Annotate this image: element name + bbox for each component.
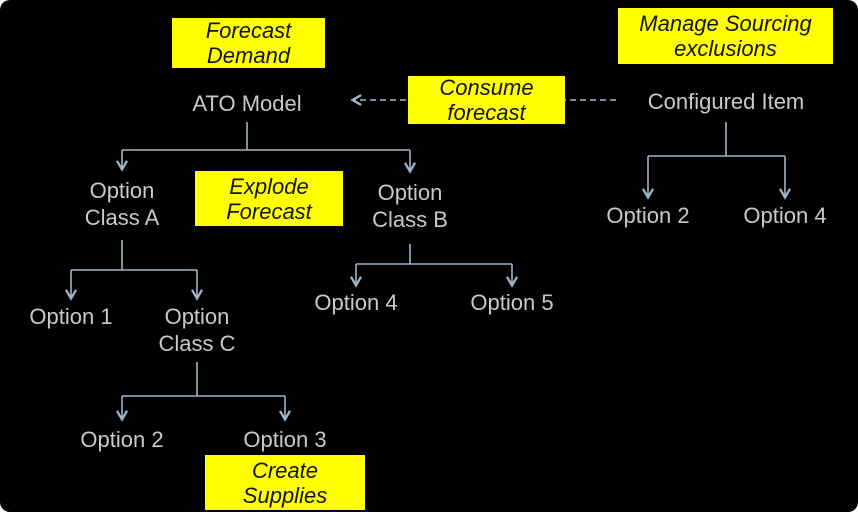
node-option-5: Option 5 [470,290,554,315]
connector-class-a-children [64,240,204,301]
node-option-2-under-class-c: Option 2 [80,427,164,452]
annotation-manage-sourcing-line2: exclusions [674,36,777,61]
node-option-4-under-configured-item: Option 4 [743,203,827,228]
node-option-class-c-line2: Class C [158,331,236,356]
node-option-class-c-line1: Option [164,304,230,329]
connector-class-c-children [115,362,292,422]
node-option-class-a: Option Class A [85,177,160,231]
annotation-consume-forecast-line1: Consume [439,75,534,100]
annotation-manage-sourcing-exclusions: Manage Sourcing exclusions [618,8,833,64]
annotation-consume-forecast-line2: forecast [447,100,526,125]
node-option-class-b-line1: Option [377,180,443,205]
node-option-4-under-class-b: Option 4 [314,290,398,315]
annotation-create-supplies-line1: Create [251,457,319,483]
node-option-class-b: Option Class B [372,179,448,233]
connector-configured-item-children [641,122,792,200]
connector-ato-to-option-classes [115,122,417,174]
annotation-create-supplies-line2: Supplies [242,482,328,508]
node-option-class-b-line2: Class B [372,207,448,232]
node-option-3: Option 3 [243,427,327,452]
node-option-1: Option 1 [29,304,113,329]
node-option-2-under-configured-item: Option 2 [606,203,690,228]
node-ato-model: ATO Model [192,91,302,116]
node-option-class-a-line1: Option [89,178,155,203]
annotation-create-supplies: Create Supplies [205,455,365,510]
annotation-explode-forecast-line1: Explode [229,173,309,199]
connector-class-b-children [349,244,519,288]
annotation-forecast-demand: Forecast Demand [172,18,325,68]
node-configured-item: Configured Item [647,89,805,114]
annotation-forecast-demand-line1: Forecast [205,18,292,43]
node-option-class-a-line2: Class A [84,205,160,230]
node-option-class-c: Option Class C [158,303,235,357]
annotation-manage-sourcing-line1: Manage Sourcing [639,11,812,36]
annotation-consume-forecast: Consume forecast [408,75,565,125]
annotation-explode-forecast: Explode Forecast [195,171,343,226]
annotation-forecast-demand-line2: Demand [206,43,291,68]
annotation-explode-forecast-line2: Forecast [226,198,312,224]
